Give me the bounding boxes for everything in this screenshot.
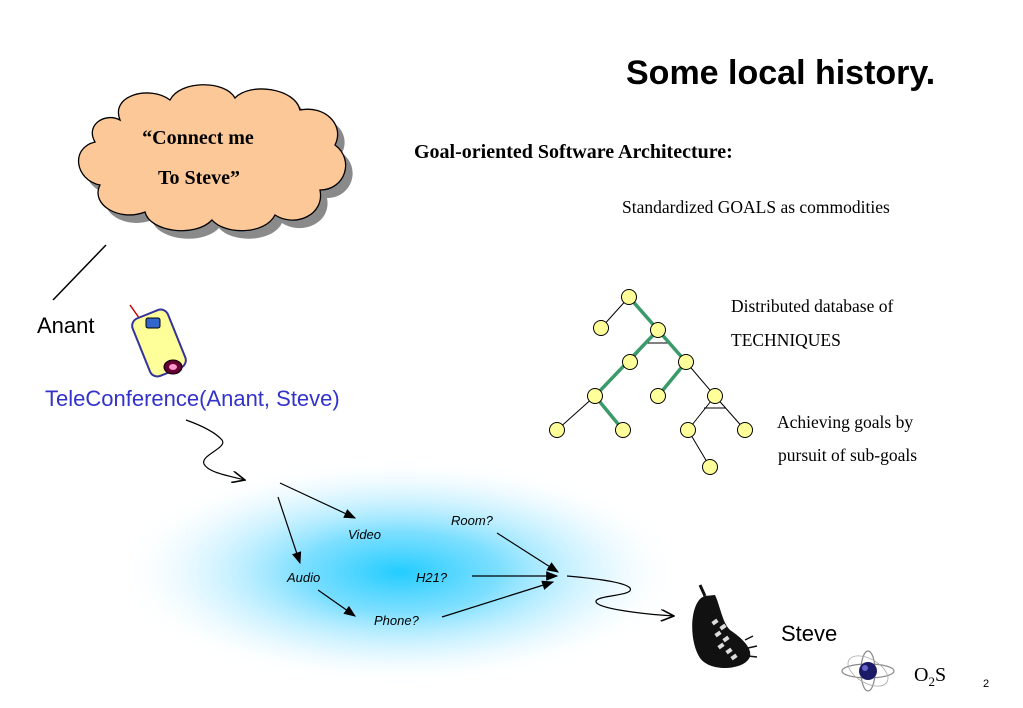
teleconference-label: TeleConference(Anant, Steve) xyxy=(45,386,340,411)
h21-label: H21? xyxy=(416,570,448,585)
goal-tree-highlight xyxy=(593,295,688,432)
goal-tree-nodes xyxy=(549,289,753,475)
subtitle: Goal-oriented Software Architecture: xyxy=(414,141,733,163)
glow-background xyxy=(115,457,685,687)
arrow-to-phone xyxy=(317,589,356,617)
squiggle-arrow-2 xyxy=(566,575,674,616)
goals-note: Standardized GOALS as commodities xyxy=(622,197,890,217)
steve-label: Steve xyxy=(781,621,838,646)
achieve-line-1: Achieving goals by xyxy=(777,412,914,432)
squiggle-arrow-1 xyxy=(185,419,245,480)
arrow-from-phone xyxy=(441,580,555,618)
db-line-1: Distributed database of xyxy=(731,296,894,316)
telephone-icon xyxy=(692,584,758,668)
thought-cloud xyxy=(78,84,353,239)
logo-s: S xyxy=(934,664,947,686)
o2s-logo-icon xyxy=(841,650,895,692)
pager-icon xyxy=(129,304,187,378)
cloud-text-1: “Connect me xyxy=(142,127,254,149)
audio-label: Audio xyxy=(287,570,321,585)
arrow-from-room xyxy=(496,532,560,573)
speaker-line xyxy=(52,244,107,301)
page-title: Some local history. xyxy=(626,54,936,92)
cloud-text-2: To Steve” xyxy=(157,167,241,189)
video-label: Video xyxy=(348,527,382,542)
o2s-logo-text: O2S xyxy=(914,664,946,690)
logo-o: O xyxy=(914,664,929,686)
arrow-to-video xyxy=(279,482,357,519)
arrow-to-audio xyxy=(277,496,302,565)
achieve-line-2: pursuit of sub-goals xyxy=(778,445,918,465)
anant-label: Anant xyxy=(37,313,95,338)
page-number: 2 xyxy=(983,678,990,690)
room-label: Room? xyxy=(451,513,493,528)
phone-label: Phone? xyxy=(374,613,419,628)
logo-sub: 2 xyxy=(928,674,935,689)
db-line-2: TECHNIQUES xyxy=(731,330,841,350)
